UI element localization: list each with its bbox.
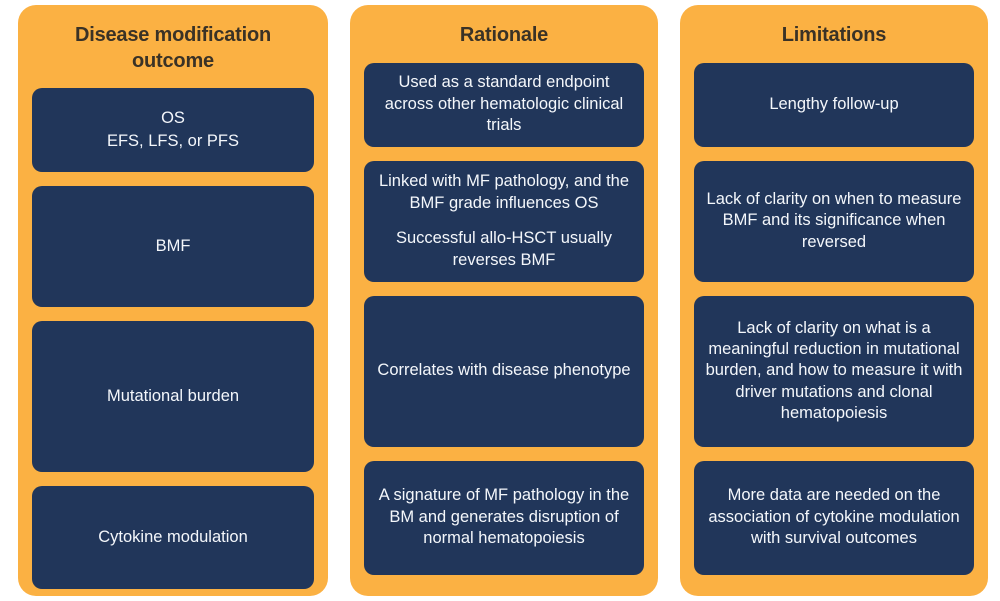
- card-limitation-os: Lengthy follow-up: [694, 62, 974, 147]
- column-rationale: Rationale Used as a standard endpoint ac…: [350, 5, 658, 596]
- card-outcome-cytokine-modulation: Cytokine modulation: [32, 486, 314, 590]
- card-line: BMF: [155, 236, 191, 255]
- card-line: More data are needed on the association …: [708, 486, 960, 548]
- card-rationale-cytokine-modulation: A signature of MF pathology in the BM an…: [364, 460, 644, 575]
- card-line: Used as a standard endpoint across other…: [384, 73, 624, 135]
- card-line: Lack of clarity on when to measure BMF a…: [706, 189, 962, 251]
- card-line: OS: [161, 108, 185, 127]
- card-rationale-mutational-burden: Correlates with disease phenotype: [364, 295, 644, 447]
- column-header-disease-modification-outcome: Disease modification outcome: [74, 24, 272, 72]
- card-line: Lengthy follow-up: [769, 94, 899, 113]
- column-disease-modification-outcome: Disease modification outcome OS EFS, LFS…: [18, 5, 328, 596]
- card-line: A signature of MF pathology in the BM an…: [378, 486, 630, 548]
- card-limitation-cytokine-modulation: More data are needed on the association …: [694, 460, 974, 575]
- card-rationale-os: Used as a standard endpoint across other…: [364, 62, 644, 147]
- card-outcome-mutational-burden: Mutational burden: [32, 321, 314, 473]
- card-limitation-bmf: Lack of clarity on when to measure BMF a…: [694, 160, 974, 282]
- card-list-limitations: Lengthy follow-up Lack of clarity on whe…: [694, 62, 974, 582]
- card-list-rationale: Used as a standard endpoint across other…: [364, 62, 644, 582]
- card-outcome-bmf: BMF: [32, 186, 314, 308]
- card-rationale-bmf: Linked with MF pathology, and the BMF gr…: [364, 160, 644, 282]
- column-header-limitations: Limitations: [781, 24, 887, 46]
- card-line: Mutational burden: [106, 386, 240, 405]
- card-line: EFS, LFS, or PFS: [106, 132, 240, 151]
- card-list-disease-modification-outcome: OS EFS, LFS, or PFS BMF Mutational burde…: [32, 88, 314, 590]
- card-line: Successful allo-HSCT usually reverses BM…: [395, 229, 613, 269]
- card-line: Linked with MF pathology, and the BMF gr…: [378, 172, 630, 212]
- card-outcome-os: OS EFS, LFS, or PFS: [32, 88, 314, 173]
- card-line: Correlates with disease phenotype: [377, 361, 631, 380]
- column-header-rationale: Rationale: [459, 24, 549, 46]
- column-limitations: Limitations Lengthy follow-up Lack of cl…: [680, 5, 988, 596]
- card-line: Cytokine modulation: [98, 527, 248, 546]
- card-limitation-mutational-burden: Lack of clarity on what is a meaningful …: [694, 295, 974, 447]
- card-line: Lack of clarity on what is a meaningful …: [705, 318, 963, 423]
